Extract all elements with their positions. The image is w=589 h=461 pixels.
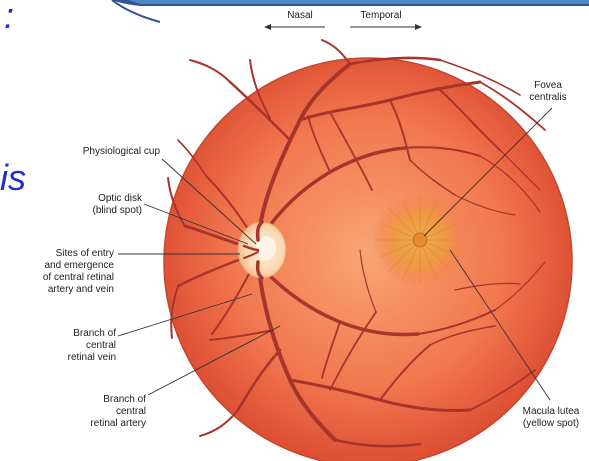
branch-vein-label: Branch of central retinal vein [30, 328, 116, 364]
slide-text-fragment-top: : [4, 0, 14, 34]
retina [164, 58, 572, 461]
optic-disk-label: Optic disk (blind spot) [56, 193, 142, 217]
temporal-label: Temporal [350, 10, 412, 22]
slide-text-fragment-left: is [0, 160, 26, 196]
macula-lutea-label: Macula lutea (yellow spot) [514, 406, 588, 430]
physiological-cup-label: Physiological cup [44, 146, 160, 158]
direction-arrows [264, 24, 422, 30]
nasal-label: Nasal [276, 10, 324, 22]
entry-sites-label: Sites of entry and emergence of central … [14, 248, 114, 296]
fovea-centralis-label: Fovea centralis [518, 80, 578, 104]
branch-artery-label: Branch of central retinal artery [56, 394, 146, 430]
